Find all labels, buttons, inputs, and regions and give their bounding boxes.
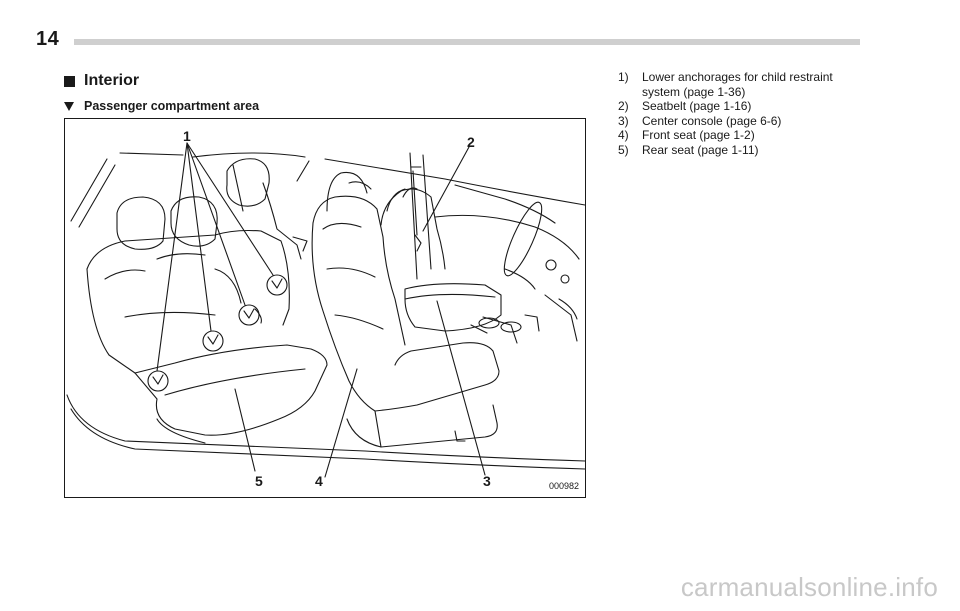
legend-item-text: Lower anchorages for child restraint sys…	[642, 70, 833, 99]
callout-label: 3	[483, 473, 491, 489]
page-number: 14	[36, 28, 60, 50]
square-bullet-icon	[64, 75, 75, 87]
legend-list: 1) Lower anchorages for child restraint …	[618, 70, 862, 158]
seat-illustration	[66, 142, 585, 478]
legend-item: 4) Front seat (page 1-2)	[618, 128, 862, 143]
legend-item: 5) Rear seat (page 1-11)	[618, 143, 862, 158]
callout-label: 2	[467, 134, 475, 150]
figure-code: 000982	[548, 481, 579, 491]
legend-item-number: 5)	[618, 142, 629, 157]
legend-item: 1) Lower anchorages for child restraint …	[618, 70, 862, 99]
legend-item: 3) Center console (page 6-6)	[618, 114, 862, 129]
legend-item: 2) Seatbelt (page 1-16)	[618, 99, 862, 114]
subsection-heading: Passenger compartment area	[64, 99, 259, 113]
interior-figure: 1 2 3 4 5 000982	[64, 118, 586, 498]
subsection-title: Passenger compartment area	[84, 99, 260, 113]
legend-item-text: Center console (page 6-6)	[642, 113, 782, 128]
callout-label: 1	[183, 128, 191, 144]
legend-item-number: 2)	[618, 99, 629, 114]
legend-item-number: 4)	[618, 128, 629, 143]
legend-item-text: Front seat (page 1-2)	[642, 128, 755, 143]
callout-label: 4	[315, 473, 323, 489]
section-title: Interior	[84, 72, 140, 89]
legend-item-number: 3)	[618, 113, 629, 128]
legend-item-text: Seatbelt (page 1-16)	[642, 99, 752, 114]
section-heading: Interior	[64, 72, 139, 90]
watermark: carmanualsonline.info	[680, 572, 938, 602]
callout-label: 5	[255, 473, 263, 489]
legend-item-number: 1)	[618, 70, 629, 84]
header-rule	[74, 39, 860, 45]
triangle-bullet-icon	[64, 101, 74, 111]
legend-item-text: Rear seat (page 1-11)	[642, 142, 759, 157]
